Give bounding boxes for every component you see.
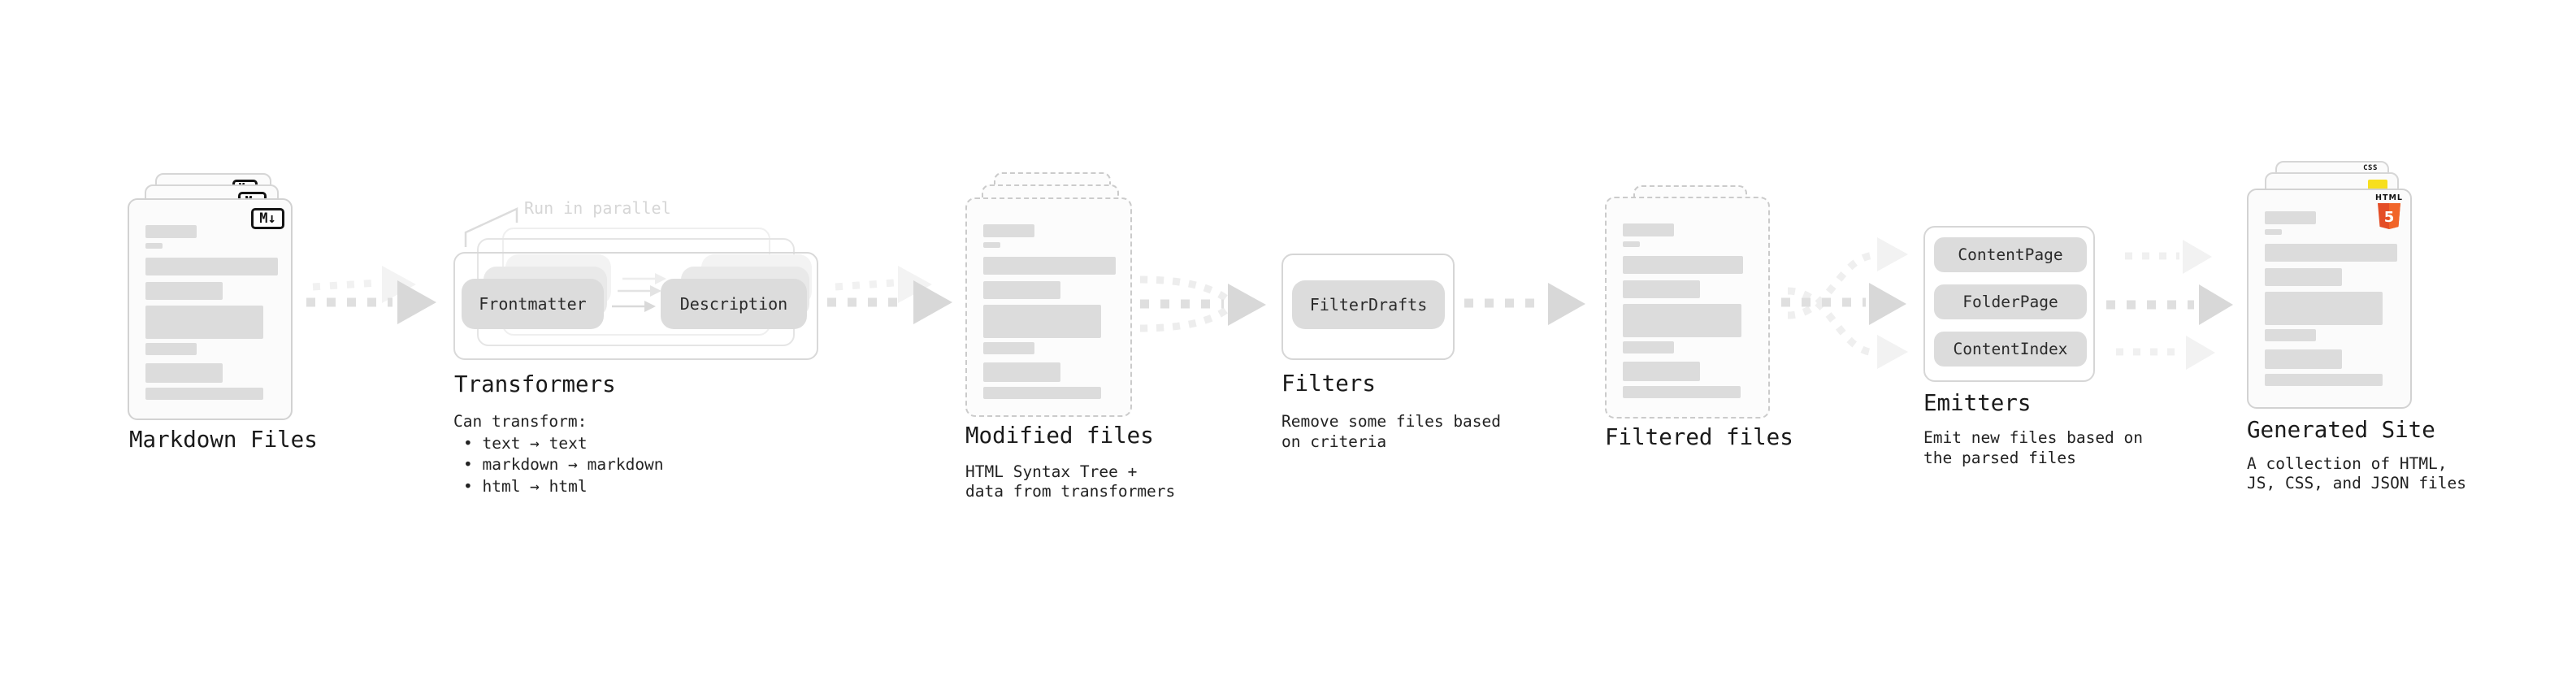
svg-text:5: 5 [2384,209,2395,226]
emitters-frame [1923,226,2095,382]
parallel-transform-arrows-icon [612,273,666,312]
dashed-merge-arrow-modified-to-filters-icon [1139,275,1266,332]
contentpage-pill: ContentPage [1934,237,2087,272]
description-pill: Description [661,279,807,329]
generated-doc-card-js [2265,172,2399,392]
css-logo-icon: CSS [2361,165,2379,176]
transformer-frame [453,252,818,360]
markdown-logo-icon: M↓ [238,192,267,210]
modified-doc-card [965,197,1132,417]
doc-text-skeleton [2249,190,2410,386]
modified-files-subtitle-1: HTML Syntax Tree + [965,462,1138,481]
doc-text-skeleton [967,199,1130,399]
description-pill-ghost-1 [681,267,809,317]
folderpage-pill: FolderPage [1934,284,2087,319]
annotation-leader-line [464,207,518,247]
stage-title-generated-site: Generated Site [2247,417,2435,443]
markdown-doc-card-back-1: M↓ [145,184,279,406]
dashed-arrow-transformers-to-modified-icon [827,266,952,324]
emitters-subtitle-1: Emit new files based on [1923,428,2144,447]
generated-doc-card-html: HTML 5 [2247,189,2412,409]
dashed-arrows-emitters-to-generated-icon [2106,240,2233,370]
stage-title-modified-files: Modified files [965,423,1154,449]
generated-site-subtitle-2: JS, CSS, and JSON files [2247,474,2467,492]
frontmatter-pill-ghost-1 [484,267,607,317]
markdown-doc-card: M↓ [128,198,293,420]
transformers-bullet-3: • html → html [463,477,588,496]
javascript-logo-icon [2368,180,2387,196]
doc-text-skeleton [129,200,291,400]
modified-files-subtitle-2: data from transformers [965,482,1176,501]
doc-text-skeleton [1607,198,1768,398]
stage-title-transformers: Transformers [454,371,616,397]
html5-logo-icon: HTML 5 [2374,194,2404,229]
run-in-parallel-label: Run in parallel [524,198,671,218]
filtered-doc-card-back-1 [1633,185,1747,405]
markdown-logo-icon: M↓ [251,208,284,229]
dashed-arrow-markdown-to-transformers-icon [306,266,436,324]
transformers-bullet-2: • markdown → markdown [463,455,664,474]
generated-site-subtitle-1: A collection of HTML, [2247,454,2448,473]
frontmatter-pill-ghost-2 [505,254,611,305]
contentindex-pill: ContentIndex [1934,332,2087,367]
transformers-intro: Can transform: [453,412,588,431]
modified-doc-card-back-2 [994,172,1111,388]
markdown-doc-card-back-2: M↓ [155,173,271,393]
stage-title-filtered-files: Filtered files [1605,424,1793,450]
filtered-doc-card [1605,197,1770,419]
stage-title-emitters: Emitters [1923,390,2032,416]
filters-subtitle-1: Remove some files based [1281,412,1502,431]
markdown-logo-icon: M↓ [232,180,258,196]
modified-doc-card-back-1 [982,184,1119,404]
stage-title-markdown-files: Markdown Files [129,427,318,453]
stage-title-filters: Filters [1281,371,1376,397]
html5-shield-icon: 5 [2378,203,2400,229]
description-pill-ghost-2 [701,254,812,305]
transformer-frame-back-2 [502,228,770,336]
emitters-subtitle-2: the parsed files [1923,449,2076,467]
dashed-arrow-filters-to-filtered-icon [1464,283,1585,325]
filters-frame [1281,254,1455,360]
filters-subtitle-2: on criteria [1281,432,1387,451]
frontmatter-pill: Frontmatter [462,279,604,329]
transformers-bullet-1: • text → text [463,434,588,453]
dashed-split-arrow-filtered-to-emitters-icon [1781,237,1908,369]
transformer-frame-back-1 [477,238,795,346]
generated-doc-card-css: CSS [2275,161,2389,377]
filterdrafts-pill: FilterDrafts [1292,280,1445,329]
